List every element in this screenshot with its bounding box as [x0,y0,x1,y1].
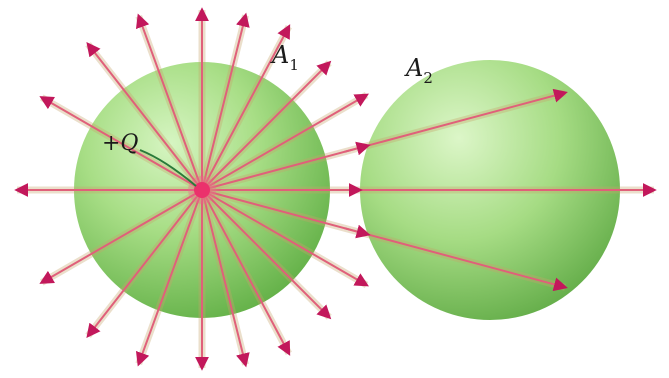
charge-leader-line [139,149,197,187]
field-line [135,13,203,191]
field-line [201,189,250,368]
surface-a1-letter: A [270,41,289,69]
field-line [86,42,203,191]
field-line [201,12,250,191]
surface-a2-letter: A [404,54,423,82]
field-line [135,189,203,367]
surface-a1-label: A1 [270,41,299,74]
field-line [201,88,568,191]
field-line [201,189,291,356]
surface-a1-subscript: 1 [289,56,299,74]
surface-a2-label: A2 [404,54,433,87]
charge-point [194,182,210,198]
field-line [39,189,203,284]
field-line [201,189,332,320]
field-line [201,189,369,287]
field-line [201,189,568,292]
charge-glow [188,176,216,204]
surface-a2-subscript: 2 [423,69,433,87]
field-line-entry-arrow [344,224,371,239]
charge-label: +Q [102,131,138,156]
field-line [201,24,291,191]
field-line [86,189,203,338]
field-line [201,93,369,191]
field-line-entry-arrow [344,141,371,156]
field-line [201,60,332,191]
field-line [39,96,203,191]
field-lines [14,7,657,371]
